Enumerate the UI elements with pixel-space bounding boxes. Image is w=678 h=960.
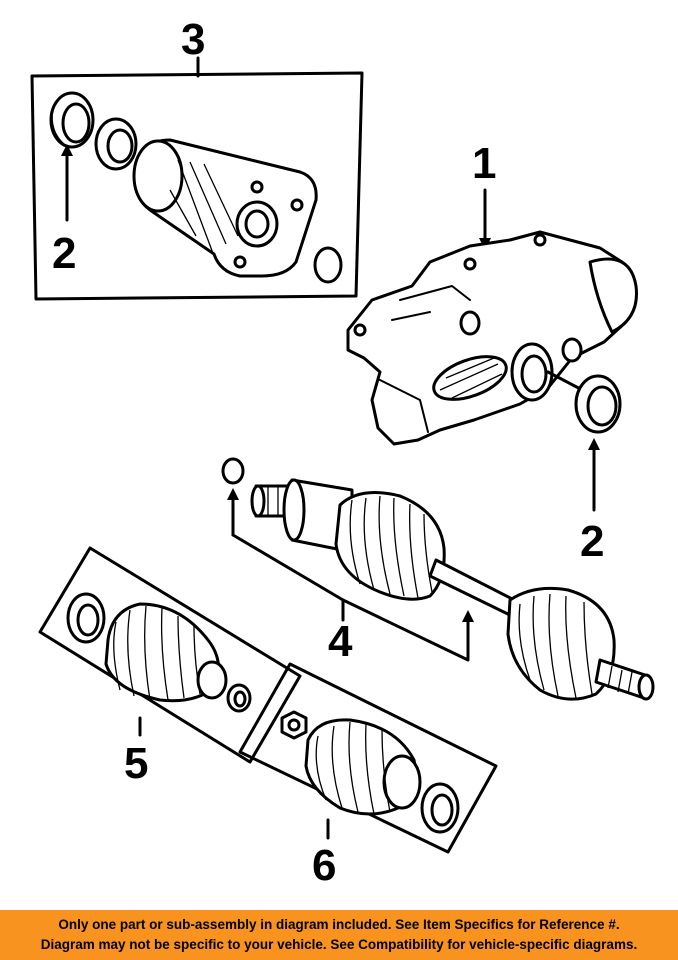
right-seal-ring [574, 374, 622, 434]
arrow-head-icon [588, 438, 600, 450]
callout-3: 3 [181, 15, 205, 64]
inner-cv-boot [104, 602, 228, 703]
outer-cv-boot [304, 718, 422, 816]
part-group-6 [238, 662, 498, 854]
callout-5: 5 [124, 739, 148, 788]
part-4-half-shaft [221, 457, 655, 701]
arrow-head-icon [462, 610, 474, 622]
callout-4: 4 [328, 617, 353, 666]
group-3-box [30, 71, 364, 301]
callout-2b: 2 [580, 517, 604, 566]
snap-ring [221, 457, 245, 485]
seal-ring [49, 91, 95, 149]
disclaimer-footer: Only one part or sub-assembly in diagram… [0, 910, 678, 960]
parts-diagram: 3 2 1 2 4 5 6 [30, 15, 655, 890]
part-1-differential [346, 188, 638, 512]
callout-6: 6 [312, 841, 336, 890]
boot-clamp-ring [66, 592, 106, 644]
o-ring [313, 246, 343, 284]
outer-clamp-ring [420, 782, 460, 834]
group-6-box [238, 662, 498, 854]
arrow-head-icon [61, 144, 73, 156]
disclaimer-line-2: Diagram may not be specific to your vehi… [40, 937, 638, 952]
group-5-box [38, 546, 302, 764]
part-group-5 [38, 546, 302, 764]
bearing-ring [94, 117, 138, 171]
part-group-3 [30, 56, 364, 301]
nut [280, 710, 308, 740]
disclaimer-line-1: Only one part or sub-assembly in diagram… [58, 917, 620, 932]
callout-1: 1 [472, 139, 496, 188]
axle-boot-housing [132, 138, 318, 278]
callout-2a: 2 [52, 229, 76, 278]
small-ring [226, 683, 252, 713]
arrow-head-icon [227, 488, 239, 500]
